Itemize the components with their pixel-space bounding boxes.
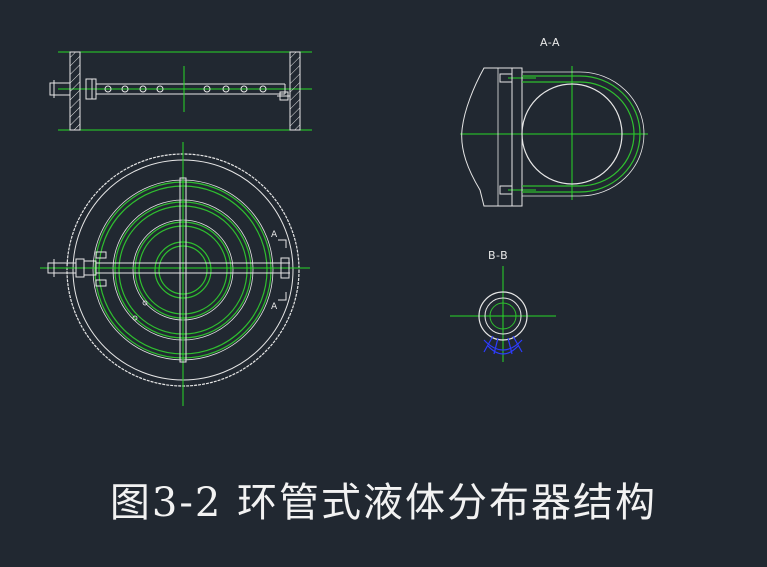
section-bb-label: B-B — [488, 249, 509, 262]
plan-view — [40, 142, 310, 406]
section-aa-view — [460, 66, 648, 207]
section-marker-a-bottom: A — [271, 302, 278, 312]
section-aa-label: A-A — [540, 36, 561, 49]
side-elevation-view — [49, 51, 312, 131]
section-bb-view — [450, 266, 556, 362]
section-marker-a-top: A — [271, 230, 278, 240]
figure-caption: 图3-2 环管式液体分布器结构 — [109, 480, 658, 526]
